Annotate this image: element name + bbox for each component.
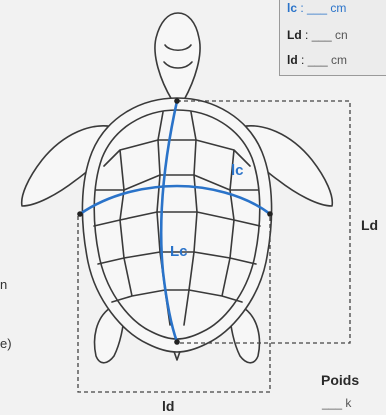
label-Ld: Ld (361, 217, 378, 233)
label-ld: ld (162, 398, 174, 414)
cut-text-left-1: n (0, 277, 7, 292)
legend-box: lc : ___ cm Ld : ___ cn ld : ___ cm (279, 0, 386, 76)
legend-row-Ld: Ld : ___ cn (287, 28, 348, 42)
legend-key-ld: ld (287, 53, 298, 67)
label-lc: lc (231, 162, 244, 179)
legend-sep-lc: : (297, 1, 307, 15)
legend-row-lc: lc : ___ cm (287, 1, 346, 15)
legend-row-ld: ld : ___ cm (287, 53, 347, 67)
point-right (267, 211, 273, 217)
legend-sep-ld: : (298, 53, 308, 67)
point-top (174, 98, 180, 104)
point-bottom (174, 339, 180, 345)
legend-sep-Ld: : (302, 28, 312, 42)
legend-unit-Ld: ___ cn (312, 28, 348, 42)
label-poids: Poids (321, 372, 359, 388)
legend-unit-ld: ___ cm (308, 53, 347, 67)
turtle-head (155, 13, 200, 100)
cut-text-left-2: e) (0, 336, 12, 351)
point-left (77, 211, 83, 217)
legend-key-Ld: Ld (287, 28, 302, 42)
legend-key-lc: lc (287, 1, 297, 15)
poids-unit: ___ k (322, 396, 351, 410)
legend-unit-lc: ___ cm (307, 1, 346, 15)
label-Lc: Lc (170, 243, 188, 260)
